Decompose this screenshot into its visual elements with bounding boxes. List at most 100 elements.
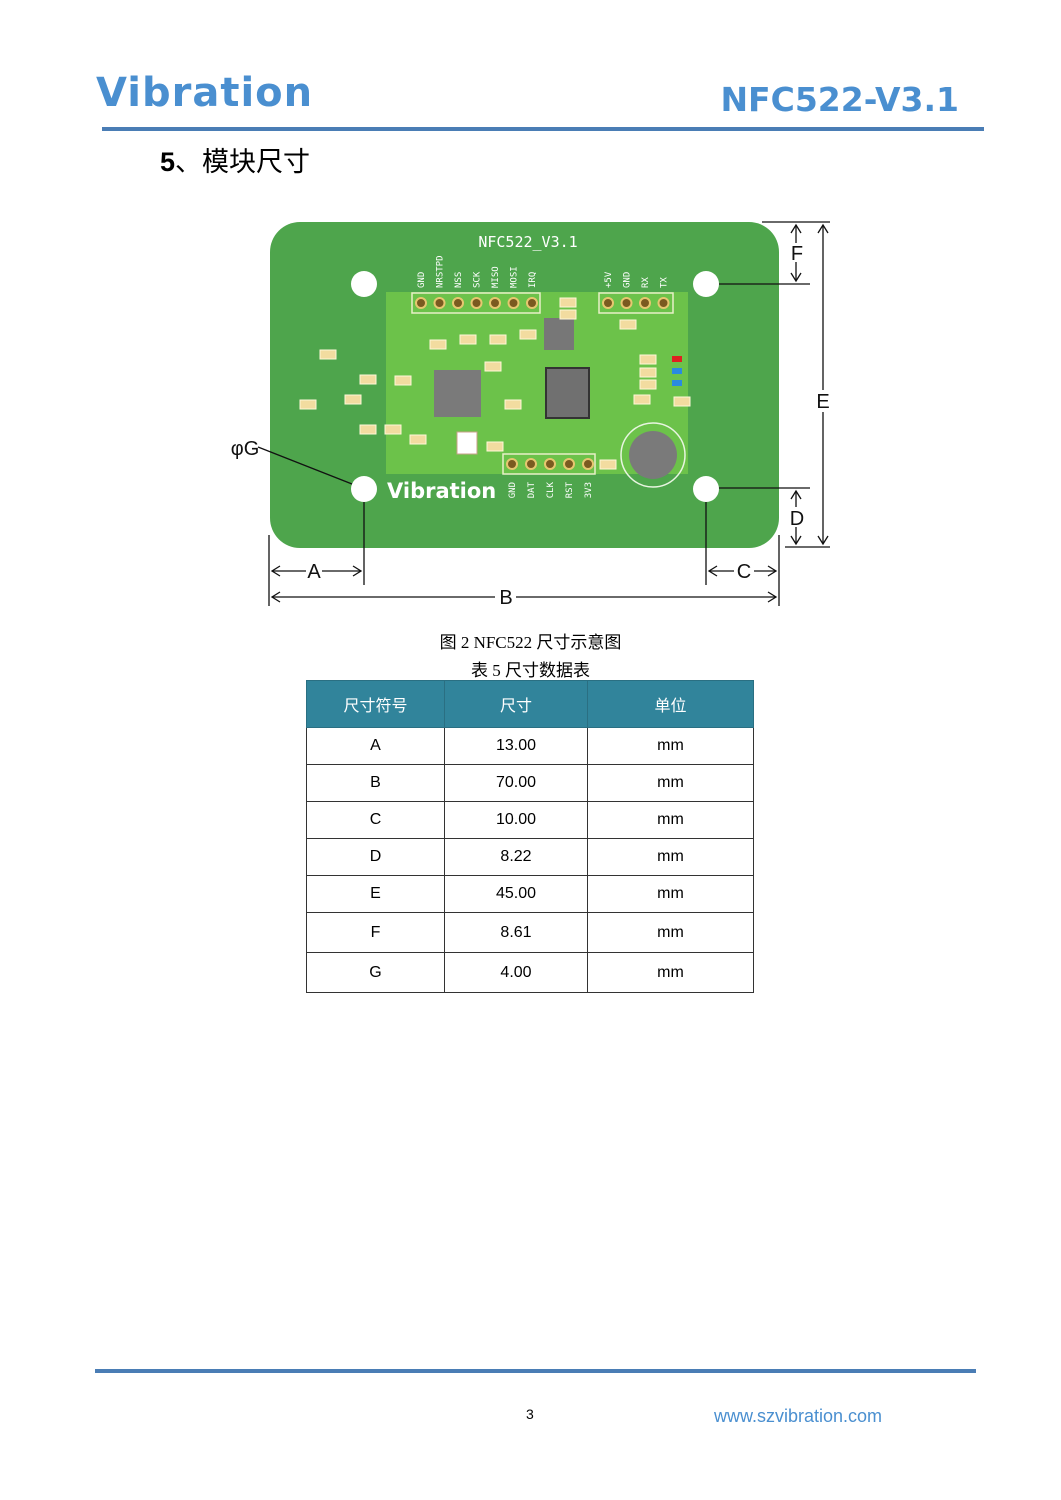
header-pin: [452, 297, 464, 309]
dim-label-c: C: [737, 561, 751, 583]
smd-component: [559, 297, 577, 308]
top-left-header: [411, 292, 541, 314]
smd-component: [619, 319, 637, 330]
dim-label-d: D: [790, 508, 804, 530]
table-caption: 表 5 尺寸数据表: [471, 661, 590, 680]
header-pin: [526, 297, 538, 309]
cell-unit: mm: [587, 727, 754, 765]
smd-component: [489, 334, 507, 345]
smd-component: [639, 379, 657, 390]
smd-component: [459, 334, 477, 345]
pin-label: CLK: [546, 481, 556, 498]
header-pin: [506, 458, 518, 470]
led-blue: [672, 368, 682, 374]
usb-uart-chip: [545, 367, 590, 419]
section-heading: 5、模块尺寸: [160, 140, 310, 179]
header-divider: [102, 127, 984, 131]
smd-component: [409, 434, 427, 445]
smd-component: [519, 329, 537, 340]
smd-component: [319, 349, 337, 360]
mount-hole-bottom-left: [351, 476, 377, 502]
nfc-chip: [434, 370, 481, 417]
pin-label: RST: [565, 481, 575, 498]
smd-component: [599, 459, 617, 470]
cell-unit: mm: [587, 764, 754, 802]
led-blue-2: [672, 380, 682, 386]
board-logo: Vibration: [387, 479, 496, 503]
cell-value: 8.61: [444, 912, 588, 953]
header-pin: [602, 297, 614, 309]
cell-unit: mm: [587, 952, 754, 993]
table-header-row: 尺寸符号 尺寸 单位: [306, 680, 754, 728]
smd-component: [429, 339, 447, 350]
cell-unit: mm: [587, 838, 754, 876]
crystal: [456, 431, 478, 455]
section-title: 、模块尺寸: [175, 147, 311, 177]
smd-component: [504, 399, 522, 410]
header-unit: 单位: [587, 680, 754, 728]
pin-label: SCK: [473, 271, 483, 288]
page-number: 3: [526, 1406, 534, 1422]
mount-hole-top-left: [351, 271, 377, 297]
header-pin: [433, 297, 446, 309]
dim-label-f: F: [791, 243, 803, 265]
header-pin: [489, 297, 501, 309]
cell-value: 10.00: [444, 801, 588, 839]
section-number: 5: [160, 147, 176, 177]
cell-symbol: B: [306, 764, 445, 802]
buzzer-outline: [620, 422, 686, 488]
bottom-header: [502, 453, 596, 475]
cell-unit: mm: [587, 912, 754, 953]
pin-label: RX: [641, 277, 651, 288]
header-pin: [582, 458, 594, 470]
brand-logo: Vibration: [96, 70, 314, 116]
mount-hole-top-right: [693, 271, 719, 297]
cell-value: 45.00: [444, 875, 588, 913]
cell-value: 8.22: [444, 838, 588, 876]
header-pin: [544, 458, 556, 470]
cell-symbol: E: [306, 875, 445, 913]
buzzer: [629, 431, 677, 479]
model-title: NFC522-V3.1: [720, 80, 959, 119]
cell-value: 13.00: [444, 727, 588, 765]
website-link[interactable]: www.szvibration.com: [714, 1406, 883, 1426]
pin-label: GND: [417, 272, 427, 288]
header-pin: [639, 297, 651, 309]
pin-label: MISO: [491, 266, 501, 288]
dim-label-g: φG: [231, 438, 260, 460]
header-pin: [525, 458, 537, 470]
header-pin: [620, 297, 633, 309]
cell-value: 70.00: [444, 764, 588, 802]
cell-value: 4.00: [444, 952, 588, 993]
cell-unit: mm: [587, 801, 754, 839]
cell-symbol: G: [306, 952, 445, 993]
smd-component: [639, 367, 657, 378]
cell-unit: mm: [587, 875, 754, 913]
header-pin: [507, 297, 520, 309]
figure-caption: 图 2 NFC522 尺寸示意图: [439, 633, 622, 652]
regulator-chip: [544, 318, 574, 350]
dim-label-b: B: [499, 587, 512, 609]
header-pin: [657, 297, 670, 309]
cell-symbol: A: [306, 727, 445, 765]
pin-label: NSS: [454, 272, 464, 288]
smd-component: [359, 374, 377, 385]
board-label: NFC522_V3.1: [478, 233, 577, 251]
smd-component: [344, 394, 362, 405]
dim-label-a: A: [307, 561, 321, 583]
smd-component: [384, 424, 402, 435]
smd-component: [486, 441, 504, 452]
smd-component: [484, 361, 502, 372]
cell-symbol: F: [306, 912, 445, 953]
cell-symbol: C: [306, 801, 445, 839]
pin-label: GND: [508, 482, 518, 498]
